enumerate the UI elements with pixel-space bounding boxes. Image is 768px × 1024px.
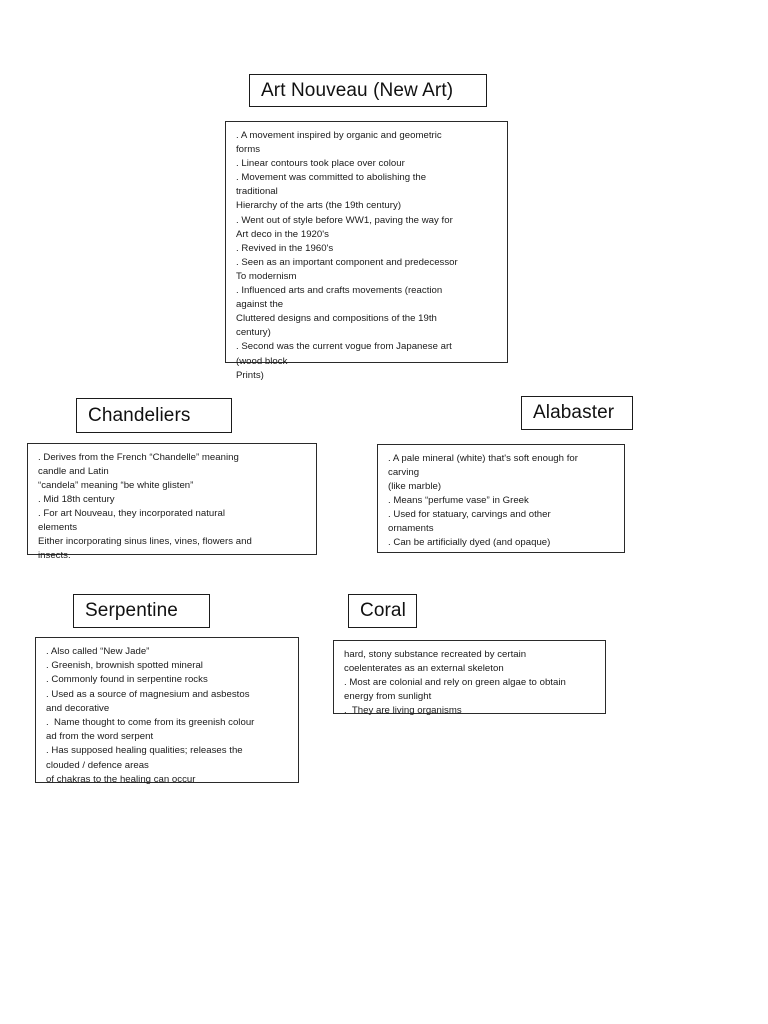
note-line: . Also called “New Jade” (46, 646, 150, 657)
heading-box-coral: Coral (348, 594, 417, 628)
note-line: forms (236, 144, 261, 156)
note-line: Prints) (236, 369, 264, 381)
note-line: Either incorporating sinus lines, vines,… (38, 536, 252, 547)
heading-text-art-nouveau: Art Nouveau (New Art) (261, 79, 454, 101)
heading-box-chandeliers: Chandeliers (76, 398, 232, 433)
note-line: “candela” meaning “be white glisten” (38, 480, 194, 491)
note-line: carving (388, 467, 420, 478)
note-line: . Can be artificially dyed (and opaque) (388, 537, 551, 548)
note-line: Cluttered designs and compositions of th… (236, 313, 437, 325)
note-line: . A movement inspired by organic and geo… (236, 130, 442, 141)
heading-text-coral: Coral (360, 600, 406, 621)
note-line: traditional (236, 186, 278, 198)
note-line: Art deco in the 1920's (236, 228, 329, 240)
heading-box-serpentine: Serpentine (73, 594, 210, 628)
note-line: (wood block (236, 355, 288, 367)
heading-box-alabaster: Alabaster (521, 396, 633, 430)
note-line: . Most are colonial and rely on green al… (344, 677, 566, 688)
note-line: . Movement was committed to abolishing t… (236, 172, 427, 184)
note-line: . Influenced arts and crafts movements (… (236, 285, 443, 297)
content-box-serpentine: . Also called “New Jade” . Greenish, brow… (35, 637, 299, 785)
note-line: elements (38, 522, 78, 533)
note-line: . Revived in the 1960's (236, 242, 334, 254)
note-line: (like marble) (388, 481, 442, 492)
note-line: clouded / defence areas (46, 759, 149, 771)
note-line: . They are living organisms (344, 705, 462, 716)
note-line: . Commonly found in serpentine rocks (46, 674, 208, 686)
note-line: hard, stony substance recreated by certa… (344, 649, 527, 660)
note-line: . Second was the current vogue from Japa… (236, 341, 452, 353)
note-line: century) (236, 327, 271, 339)
note-line: candle and Latin (38, 466, 109, 477)
note-line: . Seen as an important component and pre… (236, 256, 458, 268)
content-box-art-nouveau: . A movement inspired by organic and geo… (225, 121, 508, 381)
note-line: . Mid 18th century (38, 494, 115, 505)
note-line: energy from sunlight (344, 691, 432, 702)
note-line: Hierarchy of the arts (the 19th century) (236, 200, 402, 212)
content-box-coral: hard, stony substance recreated by certa… (333, 640, 606, 716)
note-line: against the (236, 299, 284, 311)
note-line: . Used for statuary, carvings and other (388, 509, 551, 520)
note-line: and decorative (46, 702, 110, 714)
note-line: . Means “perfume vase” in Greek (388, 495, 529, 506)
note-line: of chakras to the healing can occur (46, 773, 196, 785)
note-line: coelenterates as an external skeleton (344, 663, 504, 674)
note-line: . A pale mineral (white) that's soft eno… (388, 453, 578, 464)
content-box-alabaster: . A pale mineral (white) that's soft eno… (377, 444, 625, 553)
heading-text-chandeliers: Chandeliers (88, 404, 191, 426)
note-line: . Used as a source of magnesium and asbe… (46, 688, 250, 700)
note-line: ornaments (388, 523, 434, 534)
content-box-chandeliers: . Derives from the French “Chandelle” me… (27, 443, 317, 561)
note-line: . Has supposed healing qualities; releas… (46, 745, 243, 757)
note-line: . Greenish, brownish spotted mineral (46, 660, 203, 672)
heading-text-serpentine: Serpentine (85, 600, 178, 621)
note-line: . Derives from the French “Chandelle” me… (38, 452, 239, 463)
note-line: . Name thought to come from its greenish… (46, 717, 255, 729)
note-line: . Went out of style before WW1, paving t… (236, 214, 453, 226)
note-line: ad from the word serpent (46, 731, 154, 743)
heading-text-alabaster: Alabaster (533, 402, 615, 423)
heading-box-art-nouveau: Art Nouveau (New Art) (249, 74, 487, 107)
note-line: To modernism (236, 270, 297, 282)
note-line: . Linear contours took place over colour (236, 158, 405, 170)
note-line: . For art Nouveau, they incorporated nat… (38, 508, 225, 519)
note-line: insects. (38, 550, 71, 561)
